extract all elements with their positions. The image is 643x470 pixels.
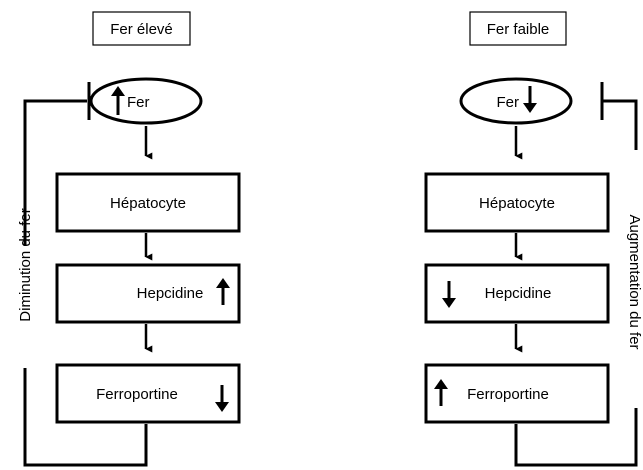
left-title-box	[92, 11, 191, 46]
arrow-up-icon	[434, 379, 448, 406]
right-ferroportine-label: Ferroportine	[467, 386, 549, 403]
left-side-label: Diminution du fer	[17, 208, 34, 321]
left-hepatocyte-box	[55, 172, 241, 233]
right-ferroportine-box	[424, 363, 610, 424]
left-hepcidine-label: Hepcidine	[137, 285, 204, 302]
right-side-label: Augmentation du fer	[626, 214, 643, 349]
right-feedback-line-top	[602, 99, 638, 150]
right-fer-node	[459, 77, 573, 125]
right-title-box	[469, 11, 567, 46]
arrow-up-icon	[216, 278, 230, 305]
right-flow: Fer faible Fer Hépatocyte Hepcidine Ferr…	[424, 11, 643, 467]
left-hepatocyte-label: Hépatocyte	[110, 195, 186, 212]
arrow-down-icon	[442, 281, 456, 308]
left-flow: Fer élevé Fer Hépatocyte Hepcidine Ferro…	[17, 11, 241, 467]
right-fer-label: Fer	[497, 94, 520, 111]
left-ferroportine-box	[55, 363, 241, 424]
right-hepcidine-label: Hepcidine	[485, 285, 552, 302]
right-hepatocyte-box	[424, 172, 610, 233]
left-fer-label: Fer	[127, 94, 150, 111]
arrow-down-icon	[523, 86, 537, 113]
right-hepcidine-box	[424, 263, 610, 324]
right-title: Fer faible	[487, 21, 550, 38]
left-feedback-line	[23, 368, 148, 467]
left-ferroportine-label: Ferroportine	[96, 386, 178, 403]
arrow-down-icon	[215, 385, 229, 412]
left-hepcidine-box	[55, 263, 241, 324]
left-feedback-line-top	[23, 99, 87, 246]
right-hepatocyte-label: Hépatocyte	[479, 195, 555, 212]
arrow-up-icon	[111, 86, 125, 115]
right-feedback-line	[514, 408, 638, 467]
left-title: Fer élevé	[110, 21, 173, 38]
